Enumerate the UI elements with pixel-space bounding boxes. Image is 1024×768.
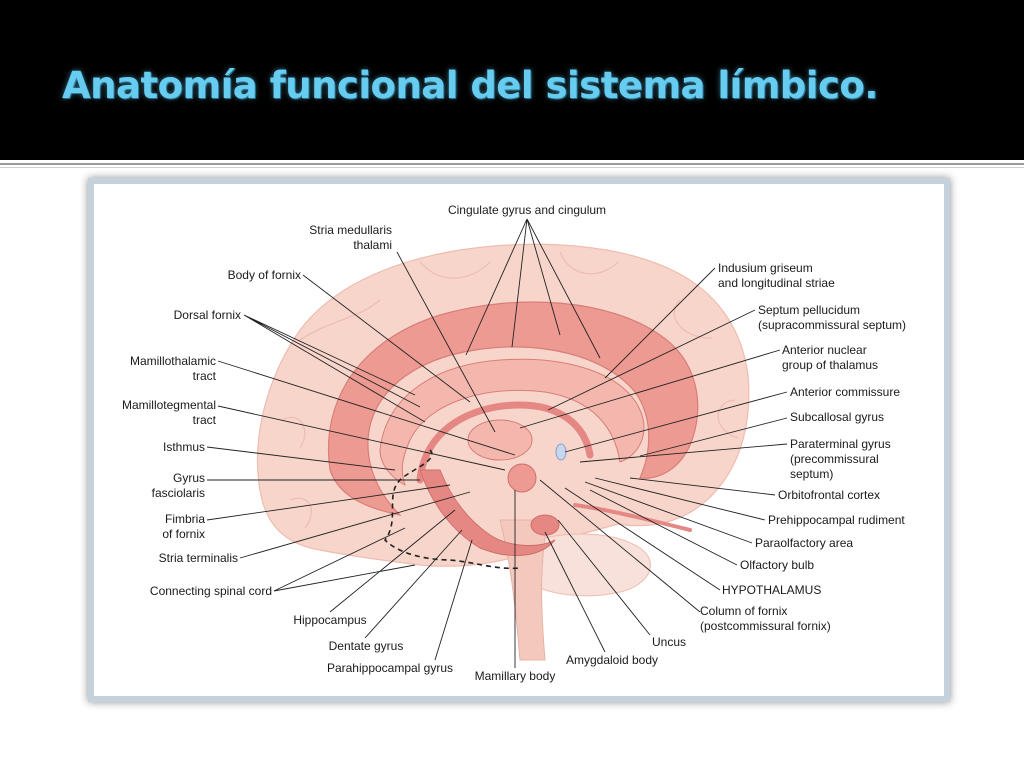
thalamus-shape [467, 419, 533, 461]
leader-lines [206, 218, 788, 668]
label-hippocampus: Hippocampus [293, 613, 366, 627]
label-parahippocampal: Parahippocampal gyrus [327, 661, 453, 675]
label-isthmus: Isthmus [163, 440, 205, 454]
label-mamillary: Mamillary body [475, 669, 556, 683]
label-indusium-2: and longitudinal striae [718, 276, 835, 290]
leader-hypothalamus [564, 487, 721, 591]
leader-indusium [604, 267, 716, 379]
label-septum-1: Septum pellucidum [758, 303, 860, 317]
label-ant-nuclear-1: Anterior nuclear [782, 343, 867, 357]
leader-subcallosal [639, 417, 788, 457]
leader-mamillotegmental [217, 405, 506, 471]
leader-dorsal-fornix [243, 314, 426, 423]
leader-parahippocampal [434, 539, 473, 661]
label-stria-medullaris-1: Stria medullaris [309, 223, 392, 237]
leader-body-fornix [302, 274, 471, 403]
label-gyrus-fasciolaris-2: fasciolaris [152, 486, 205, 500]
label-cingulate: Cingulate gyrus and cingulum [448, 203, 606, 217]
leader-connecting [273, 527, 416, 592]
label-hypothalamus: HYPOTHALAMUS [722, 583, 821, 597]
leader-isthmus [206, 446, 396, 471]
leader-paraolfactory [584, 481, 753, 544]
label-paraolfactory: Paraolfactory area [755, 536, 853, 550]
label-fimbria-2: of fornix [162, 527, 205, 541]
fornix [416, 401, 594, 484]
label-fimbria-1: Fimbria [165, 512, 205, 526]
cingulate-ring [327, 301, 699, 516]
hippocampal-formation [419, 469, 556, 557]
label-ant-nuclear-2: group of thalamus [782, 358, 878, 372]
cerebellum [519, 533, 651, 597]
title-bar: Anatomía funcional del sistema límbico. [0, 0, 1024, 160]
label-mamillotegmental-2: tract [193, 413, 217, 427]
leader-cingulate [465, 218, 601, 359]
label-subcallosal: Subcallosal gyrus [790, 410, 884, 424]
label-orbitofrontal: Orbitofrontal cortex [778, 488, 880, 502]
label-gyrus-fasciolaris-1: Gyrus [173, 471, 205, 485]
label-mamillotegmental-1: Mamillotegmental [122, 398, 216, 412]
label-stria-terminalis: Stria terminalis [159, 551, 238, 565]
leader-prehippo [594, 477, 766, 521]
label-paraterminal-1: Paraterminal gyrus [790, 437, 891, 451]
leader-stria-medullaris [396, 251, 496, 433]
label-indusium-1: Indusium griseum [718, 261, 813, 275]
leader-uncus [557, 519, 651, 636]
leader-ant-nuclear [519, 349, 781, 429]
label-mamillothalamic-2: tract [193, 369, 217, 383]
leader-amygdaloid [544, 531, 606, 653]
brain-illustration [257, 243, 750, 661]
slide-title: Anatomía funcional del sistema límbico. [62, 64, 878, 107]
label-olfactory-bulb: Olfactory bulb [740, 558, 814, 572]
leader-hippocampus [329, 509, 456, 613]
leader-mamillothalamic [217, 360, 516, 456]
anterior-commissure-shape [555, 443, 567, 461]
leader-orbitofrontal [629, 477, 776, 496]
label-ant-commissure: Anterior commissure [790, 385, 900, 399]
divider-line [0, 163, 1024, 165]
label-stria-medullaris-2: thalami [353, 238, 392, 252]
label-uncus: Uncus [652, 635, 686, 649]
leader-septum [547, 309, 756, 411]
olfactory-tract-shape [573, 503, 692, 532]
leader-fimbria [206, 484, 451, 521]
leader-ant-commissure [564, 391, 788, 453]
leader-paraterminal [579, 443, 788, 463]
label-paraterminal-3: septum) [790, 467, 833, 481]
label-column-fornix-1: Column of fornix [700, 604, 787, 618]
amygdala-shape [530, 514, 560, 536]
connecting-dashed-path [383, 449, 521, 570]
brainstem [499, 519, 549, 661]
mamillary-body-shape [507, 463, 537, 493]
label-paraterminal-2: (precommissural [790, 452, 879, 466]
diagram-labels: Cingulate gyrus and cingulum Stria medul… [122, 203, 906, 683]
label-dorsal-fornix: Dorsal fornix [174, 308, 241, 322]
label-amygdaloid: Amygdaloid body [566, 653, 658, 667]
label-mamillothalamic-1: Mamillothalamic [130, 354, 216, 368]
label-body-fornix: Body of fornix [228, 268, 301, 282]
leader-column-fornix [539, 479, 701, 613]
gyral-folds [281, 251, 739, 529]
corpus-callosum [379, 358, 645, 487]
leader-stria-terminalis [239, 491, 471, 559]
label-connecting: Connecting spinal cord [150, 584, 272, 598]
leader-dentate [364, 529, 463, 639]
label-prehippo: Prehippocampal rudiment [768, 513, 905, 527]
label-dentate: Dentate gyrus [329, 639, 404, 653]
label-column-fornix-2: (postcommissural fornix) [700, 619, 831, 633]
label-septum-2: (supracommissural septum) [758, 318, 906, 332]
divider-line-thin [0, 167, 1024, 168]
leader-olfactory-bulb [589, 489, 738, 566]
